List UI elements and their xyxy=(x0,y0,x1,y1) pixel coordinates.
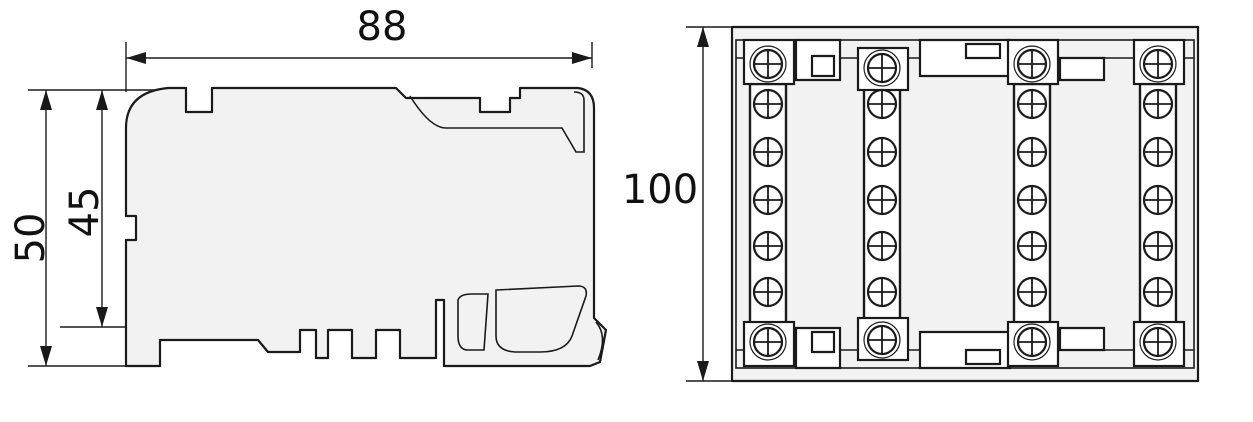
dimension-height-total-label: 50 xyxy=(8,213,54,264)
screw-icon xyxy=(1142,230,1174,262)
screw-icon xyxy=(866,184,898,216)
housing-top-frame xyxy=(730,25,1200,383)
screw-icon xyxy=(866,88,898,120)
dimension-width: 88 xyxy=(125,4,593,92)
screw-icon xyxy=(1016,230,1048,262)
dimension-length-label: 100 xyxy=(622,167,698,213)
screw-icon xyxy=(752,136,784,168)
rail-clip xyxy=(457,293,489,351)
spring-clip xyxy=(495,285,588,353)
latch-detail xyxy=(409,91,585,153)
screw-icon xyxy=(866,136,898,168)
top-view: 100 xyxy=(622,25,1200,383)
screw-icon xyxy=(866,230,898,262)
screw-icon xyxy=(1013,45,1051,83)
top-channel-details xyxy=(794,38,1106,370)
screw-icon xyxy=(1016,136,1048,168)
dimension-length: 100 xyxy=(622,26,740,382)
screw-icon xyxy=(749,323,787,361)
screw-array xyxy=(749,45,1177,361)
screw-icon xyxy=(752,230,784,262)
housing-profile xyxy=(124,86,608,368)
screw-icon xyxy=(1016,88,1048,120)
spring-tail xyxy=(595,321,604,361)
screw-icon xyxy=(1013,323,1051,361)
screw-icon xyxy=(1016,184,1048,216)
screw-icon xyxy=(1142,136,1174,168)
screw-icon xyxy=(1139,323,1177,361)
screw-icon xyxy=(1016,276,1048,308)
screw-icon xyxy=(866,276,898,308)
dimension-height-rail: 45 xyxy=(60,90,262,328)
dimension-width-label: 88 xyxy=(357,4,408,50)
side-view: 88 50 45 xyxy=(8,4,608,368)
dimension-height-rail-label: 45 xyxy=(62,187,108,238)
screw-icon xyxy=(1139,45,1177,83)
screw-icon xyxy=(749,45,787,83)
screw-icon xyxy=(1142,276,1174,308)
screw-icon xyxy=(1142,184,1174,216)
screw-icon xyxy=(752,276,784,308)
screw-icon xyxy=(863,321,901,359)
dimension-height-total: 50 xyxy=(8,89,160,367)
screw-icon xyxy=(752,184,784,216)
screw-icon xyxy=(752,88,784,120)
screw-icon xyxy=(863,49,901,87)
screw-icon xyxy=(1142,88,1174,120)
